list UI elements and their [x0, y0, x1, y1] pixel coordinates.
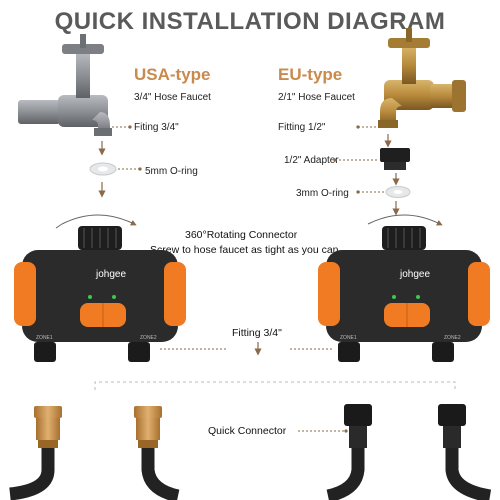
eu-adapter-label: 1/2" Adapter	[284, 155, 339, 166]
eu-adapter-icon	[380, 148, 410, 170]
hose-right-1-icon	[326, 404, 372, 500]
hose-left-2-icon	[134, 406, 180, 500]
left-timer-icon	[14, 214, 186, 362]
usa-fitting-label: Fiting 3/4"	[134, 122, 179, 133]
eu-oring-icon	[385, 186, 411, 198]
usa-faucet-label: 3/4" Hose Faucet	[134, 92, 211, 103]
usa-oring-icon	[89, 162, 117, 176]
right-timer-icon	[318, 214, 490, 362]
hose-left-1-icon	[9, 406, 62, 500]
eu-fitting-label: Fitting 1/2"	[278, 122, 326, 133]
left-timer-zone2: ZONE2	[140, 335, 157, 341]
usa-faucet-icon	[18, 34, 112, 136]
screw-instruction-label: Screw to hose faucet as tight as you can	[150, 244, 339, 256]
usa-type-heading: USA-type	[134, 65, 211, 84]
eu-faucet-label: 2/1" Hose Faucet	[278, 92, 355, 103]
usa-oring-label: 5mm O-ring	[145, 166, 198, 177]
right-timer-zone1: ZONE1	[340, 335, 357, 341]
left-timer-zone1: ZONE1	[36, 335, 53, 341]
eu-faucet-icon	[378, 28, 466, 128]
hose-right-2-icon	[438, 404, 492, 500]
rotating-connector-label: 360°Rotating Connector	[185, 229, 298, 241]
eu-type-heading: EU-type	[278, 65, 343, 84]
eu-oring-label: 3mm O-ring	[296, 188, 349, 199]
quick-connector-label: Quick Connector	[208, 425, 287, 437]
diagram-title: QUICK INSTALLATION DIAGRAM	[54, 8, 446, 35]
left-timer-brand: johgee	[95, 269, 126, 280]
right-timer-brand: johgee	[399, 269, 430, 280]
outlet-fitting-label: Fitting 3/4"	[232, 327, 282, 339]
right-timer-zone2: ZONE2	[444, 335, 461, 341]
